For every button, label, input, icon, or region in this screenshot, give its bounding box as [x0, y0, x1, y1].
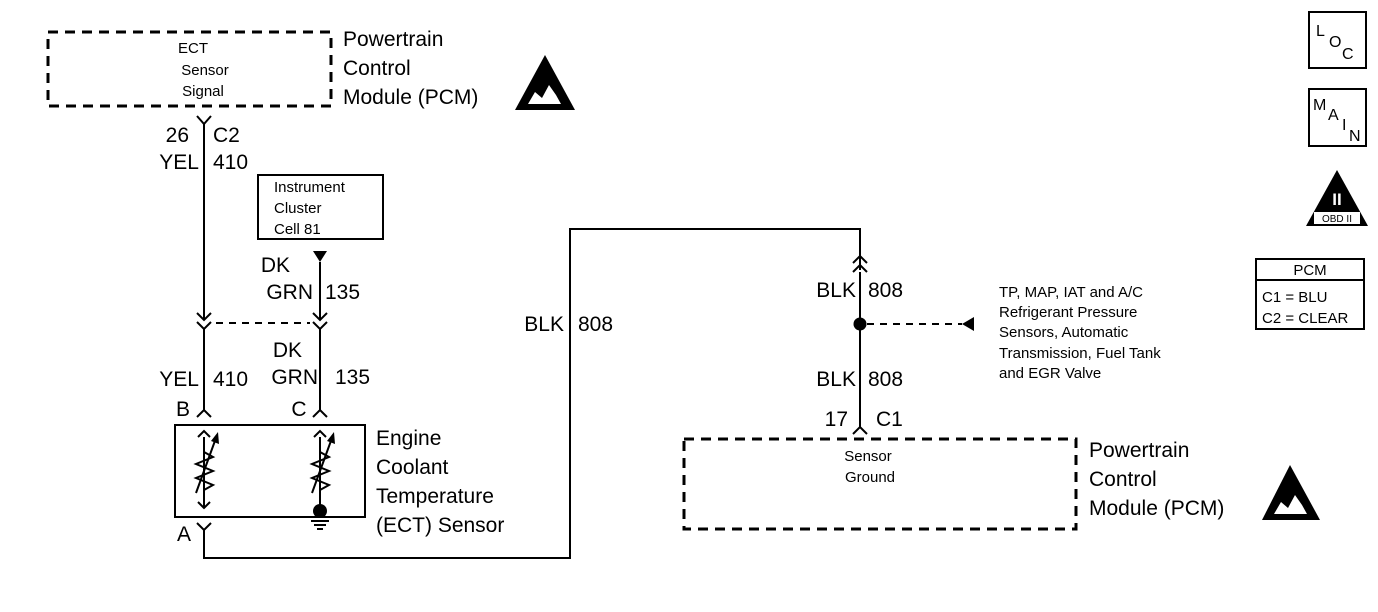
main-letter-a: A [1328, 107, 1339, 124]
cluster-line-3: Cell 81 [274, 221, 321, 238]
cluster-wire-color-2: GRN [266, 281, 313, 304]
shared-sensors-line-5: and EGR Valve [999, 365, 1101, 382]
splice-dot [853, 317, 867, 331]
ground-right-pin: 17 [825, 408, 848, 431]
pcm-table-header: PCM [1293, 262, 1326, 279]
thermistor-symbol [193, 429, 219, 510]
esd-warning-icon [515, 55, 575, 110]
ect-title-line-1: Engine [376, 427, 441, 450]
ground-left-color: BLK [524, 313, 564, 336]
main-letter-i: I [1342, 117, 1346, 134]
pcm-bottom-title-line-1: Powertrain [1089, 439, 1189, 462]
main-letter-m: M [1313, 97, 1326, 114]
loc-letter-c: C [1342, 46, 1354, 63]
obd-ii-icon: II OBD II [1306, 170, 1368, 226]
cluster-wire-lower-color-1: DK [273, 339, 302, 362]
pcm-top-signal-line-1: ECT [178, 40, 208, 57]
main-icon: M A I N [1308, 88, 1367, 147]
cluster-line-2: Cluster [274, 200, 322, 217]
pcm-bottom-module: Sensor Ground Powertrain Control Module … [682, 437, 1320, 531]
pcm-bottom-title-line-3: Module (PCM) [1089, 497, 1224, 520]
ect-wire-lower-color: YEL [159, 368, 199, 391]
ect-sensor: Engine Coolant Temperature (ECT) Sensor [174, 424, 504, 537]
cluster-wire: DK GRN 135 DK GRN 135 C [261, 251, 370, 421]
ground-icon [311, 520, 329, 530]
ground-right-connector: C1 [876, 408, 903, 431]
ect-sensor-pin-b: B [176, 398, 190, 421]
shared-sensors-note: TP, MAP, IAT and A/C Refrigerant Pressur… [999, 284, 1161, 382]
obd-numeral: II [1332, 190, 1341, 209]
shared-sensors-line-1: TP, MAP, IAT and A/C [999, 284, 1143, 301]
ect-wire-lower-circuit: 410 [213, 368, 248, 391]
pcm-top-title-line-2: Control [343, 57, 411, 80]
thermistor-symbol [309, 429, 335, 518]
ect-wire-color: YEL [159, 151, 199, 174]
pcm-table-row-2: C2 = CLEAR [1262, 310, 1348, 327]
instrument-cluster: Instrument Cluster Cell 81 [257, 174, 384, 240]
ect-title-line-2: Coolant [376, 456, 449, 479]
ground-right-upper-circuit: 808 [868, 279, 903, 302]
main-letter-n: N [1349, 128, 1361, 145]
shared-sensors-line-4: Transmission, Fuel Tank [999, 345, 1161, 362]
ect-signal-wire: 26 C2 YEL 410 YEL 410 B [159, 115, 248, 421]
ground-right-wire: BLK 808 BLK 808 17 C1 [816, 272, 974, 435]
pcm-table-row-1: C1 = BLU [1262, 289, 1327, 306]
cluster-wire-lower-color-2: GRN [271, 366, 318, 389]
pcm-top-dashed-box [46, 30, 333, 108]
loc-letter-o: O [1329, 34, 1341, 51]
ground-right-upper-color: BLK [816, 279, 856, 302]
ect-title-line-3: Temperature [376, 485, 494, 508]
instrument-cluster-box [257, 174, 384, 240]
shared-sensors-line-2: Refrigerant Pressure [999, 304, 1137, 321]
pcm-bottom-dashed-box [682, 437, 1078, 531]
pcm-connector-table: PCM C1 = BLU C2 = CLEAR [1255, 258, 1365, 330]
cluster-line-1: Instrument [274, 179, 346, 196]
pcm-top-title-line-3: Module (PCM) [343, 86, 478, 109]
pcm-top-title-line-1: Powertrain [343, 28, 443, 51]
cluster-wire-lower-circuit: 135 [335, 366, 370, 389]
pcm-top-signal-line-2: Sensor [181, 62, 229, 79]
ground-wire: A BLK 808 [177, 228, 868, 559]
pcm-top-signal-line-3: Signal [182, 83, 224, 100]
loc-letter-l: L [1316, 23, 1325, 40]
ground-right-lower-color: BLK [816, 368, 856, 391]
shared-sensors-line-3: Sensors, Automatic [999, 324, 1129, 341]
ground-left-circuit: 808 [578, 313, 613, 336]
esd-warning-icon [1262, 465, 1320, 520]
ect-sensor-pin-c: C [291, 398, 306, 421]
cluster-wire-circuit: 135 [325, 281, 360, 304]
ect-title-line-4: (ECT) Sensor [376, 514, 504, 537]
ect-wire-pin: 26 [166, 124, 189, 147]
pcm-bottom-title-line-2: Control [1089, 468, 1157, 491]
ground-right-lower-circuit: 808 [868, 368, 903, 391]
cluster-wire-color-1: DK [261, 254, 290, 277]
obd-label: OBD II [1322, 214, 1352, 225]
pcm-top-module: ECT Sensor Signal Powertrain Control Mod… [46, 28, 575, 110]
pcm-bottom-signal-line-1: Sensor [844, 448, 892, 465]
ect-wire-connector: C2 [213, 124, 240, 147]
pcm-bottom-signal-line-2: Ground [845, 469, 895, 486]
ect-sensor-pin-a: A [177, 523, 191, 546]
loc-icon: L O C [1308, 11, 1367, 69]
ect-wire-circuit: 410 [213, 151, 248, 174]
